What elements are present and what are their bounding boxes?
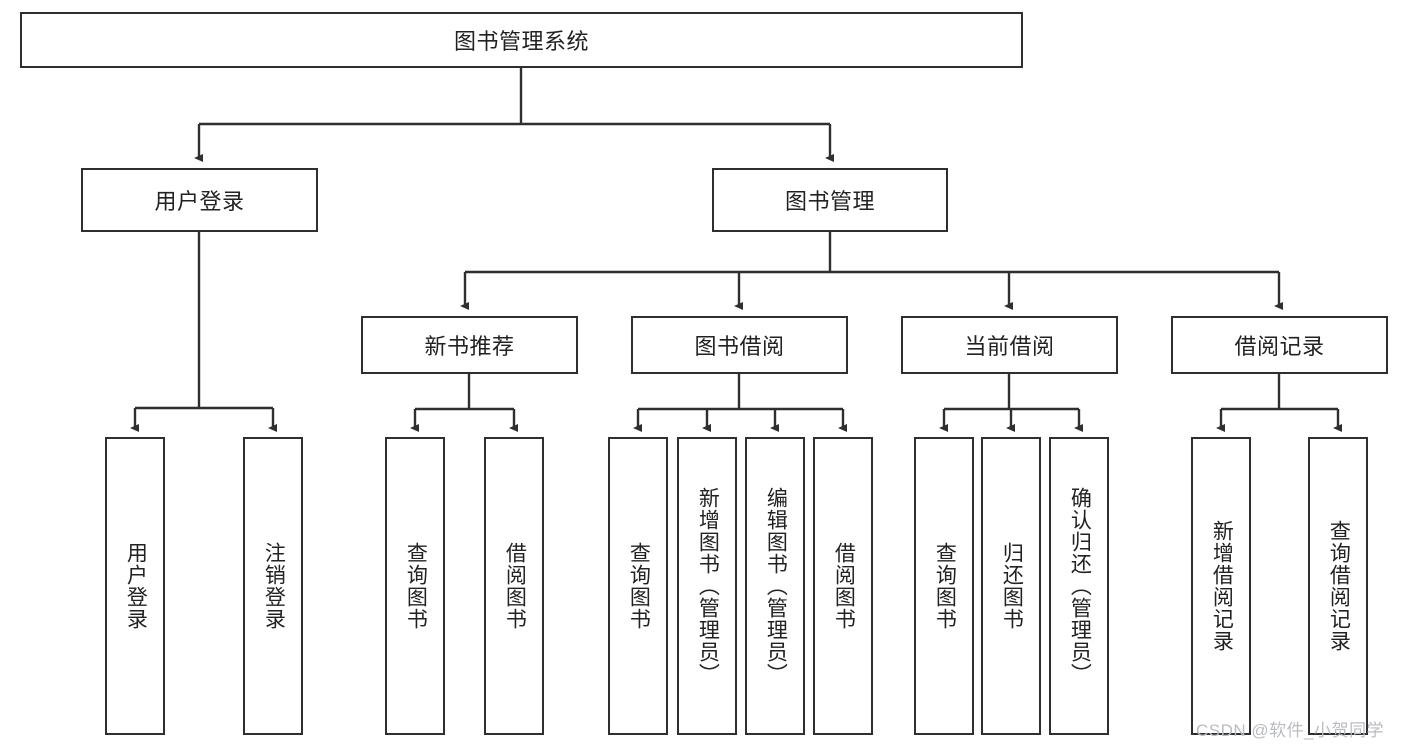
leaf-return-book-label: 归还图书 bbox=[1000, 542, 1024, 630]
leaf-return-book[interactable]: 归还图书 bbox=[981, 437, 1041, 735]
leaf-add-borrow-record[interactable]: 新增借阅记录 bbox=[1191, 437, 1251, 735]
node-borrow-record[interactable]: 借阅记录 bbox=[1171, 316, 1388, 374]
leaf-add-book-admin-label: 新增图书（管理员） bbox=[696, 487, 720, 685]
node-book-management[interactable]: 图书管理 bbox=[712, 168, 948, 232]
leaf-query-book-recommend[interactable]: 查询图书 bbox=[385, 437, 445, 735]
node-root-label: 图书管理系统 bbox=[453, 29, 589, 54]
leaf-query-book-current[interactable]: 查询图书 bbox=[914, 437, 974, 735]
node-book-borrow[interactable]: 图书借阅 bbox=[631, 316, 848, 374]
node-root[interactable]: 图书管理系统 bbox=[20, 12, 1023, 68]
leaf-logout-login-label: 注销登录 bbox=[262, 542, 286, 630]
leaf-user-login-label: 用户登录 bbox=[124, 542, 148, 630]
node-current-borrow-label: 当前借阅 bbox=[964, 334, 1055, 359]
leaf-add-book-admin[interactable]: 新增图书（管理员） bbox=[677, 437, 737, 735]
leaf-borrow-book-label: 借阅图书 bbox=[832, 542, 856, 630]
leaf-edit-book-admin-label: 编辑图书（管理员） bbox=[764, 487, 788, 685]
leaf-user-login[interactable]: 用户登录 bbox=[105, 437, 165, 735]
leaf-query-book-borrow[interactable]: 查询图书 bbox=[608, 437, 668, 735]
leaf-add-borrow-record-label: 新增借阅记录 bbox=[1210, 520, 1234, 652]
node-user-login-label: 用户登录 bbox=[154, 189, 245, 214]
node-new-book-recommend[interactable]: 新书推荐 bbox=[361, 316, 578, 374]
node-current-borrow[interactable]: 当前借阅 bbox=[901, 316, 1118, 374]
node-borrow-record-label: 借阅记录 bbox=[1234, 334, 1325, 359]
csdn-watermark: CSDN @软件_小贺同学 bbox=[1196, 721, 1385, 740]
node-book-borrow-label: 图书借阅 bbox=[694, 334, 785, 359]
leaf-confirm-return-admin-label: 确认归还（管理员） bbox=[1068, 487, 1092, 685]
leaf-query-borrow-record-label: 查询借阅记录 bbox=[1327, 520, 1351, 652]
leaf-query-borrow-record[interactable]: 查询借阅记录 bbox=[1308, 437, 1368, 735]
leaf-edit-book-admin[interactable]: 编辑图书（管理员） bbox=[745, 437, 805, 735]
leaf-query-book-current-label: 查询图书 bbox=[933, 542, 957, 630]
leaf-query-book-borrow-label: 查询图书 bbox=[627, 542, 651, 630]
node-new-book-recommend-label: 新书推荐 bbox=[424, 334, 515, 359]
leaf-query-book-recommend-label: 查询图书 bbox=[404, 542, 428, 630]
leaf-borrow-book-recommend-label: 借阅图书 bbox=[503, 542, 527, 630]
leaf-borrow-book-recommend[interactable]: 借阅图书 bbox=[484, 437, 544, 735]
leaf-logout-login[interactable]: 注销登录 bbox=[243, 437, 303, 735]
leaf-borrow-book[interactable]: 借阅图书 bbox=[813, 437, 873, 735]
node-book-management-label: 图书管理 bbox=[784, 189, 875, 214]
node-user-login[interactable]: 用户登录 bbox=[81, 168, 318, 232]
leaf-confirm-return-admin[interactable]: 确认归还（管理员） bbox=[1049, 437, 1109, 735]
